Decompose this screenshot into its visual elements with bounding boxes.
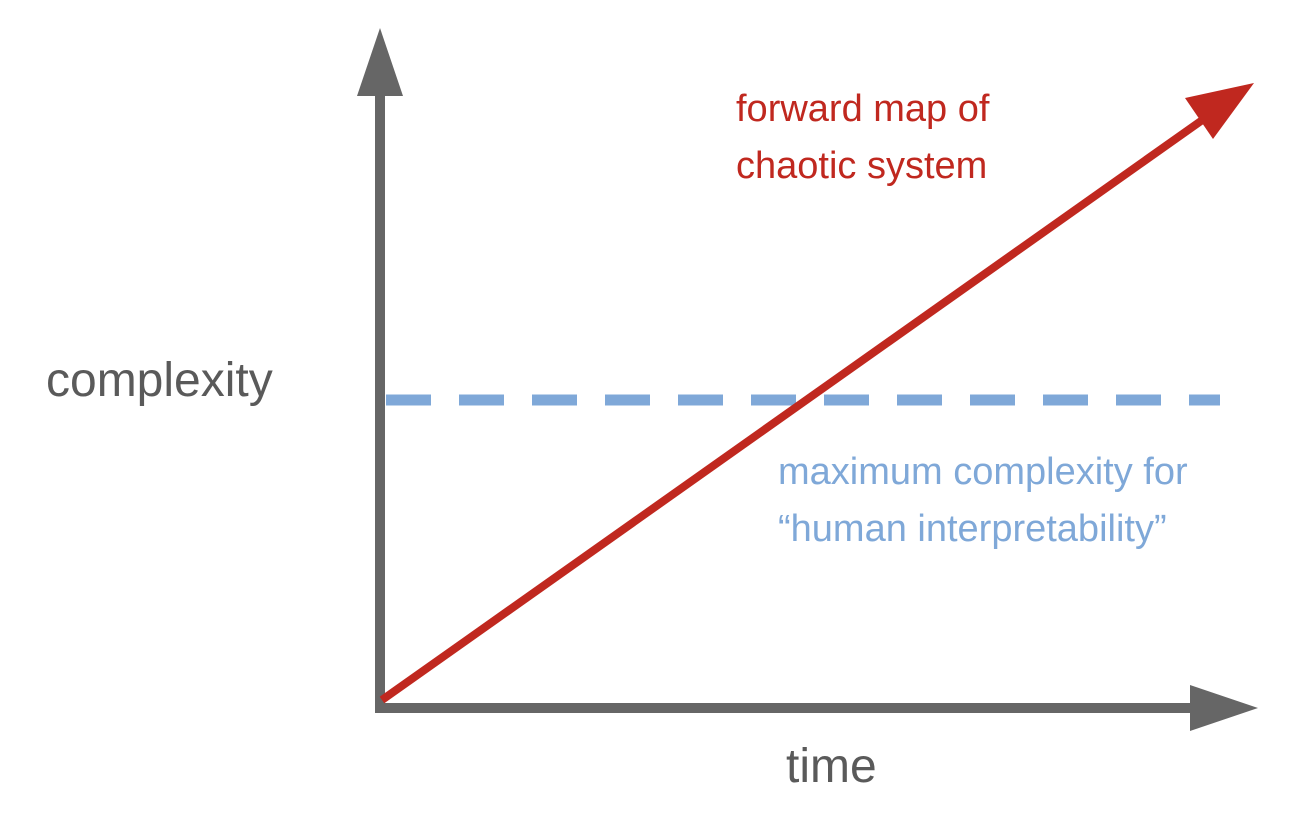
y-axis-label: complexity (46, 354, 273, 407)
y-axis-arrowhead (357, 28, 403, 96)
forward-map-label-line2: chaotic system (736, 145, 987, 187)
forward-map-line (379, 112, 1211, 704)
threshold-label-line1: maximum complexity for (778, 451, 1188, 493)
x-axis-label: time (786, 740, 877, 793)
forward-map-arrowhead (1185, 83, 1254, 139)
threshold-label-line2: “human interpretability” (778, 508, 1167, 550)
x-axis-arrowhead (1190, 685, 1258, 731)
forward-map-label-line1: forward map of (736, 88, 990, 130)
